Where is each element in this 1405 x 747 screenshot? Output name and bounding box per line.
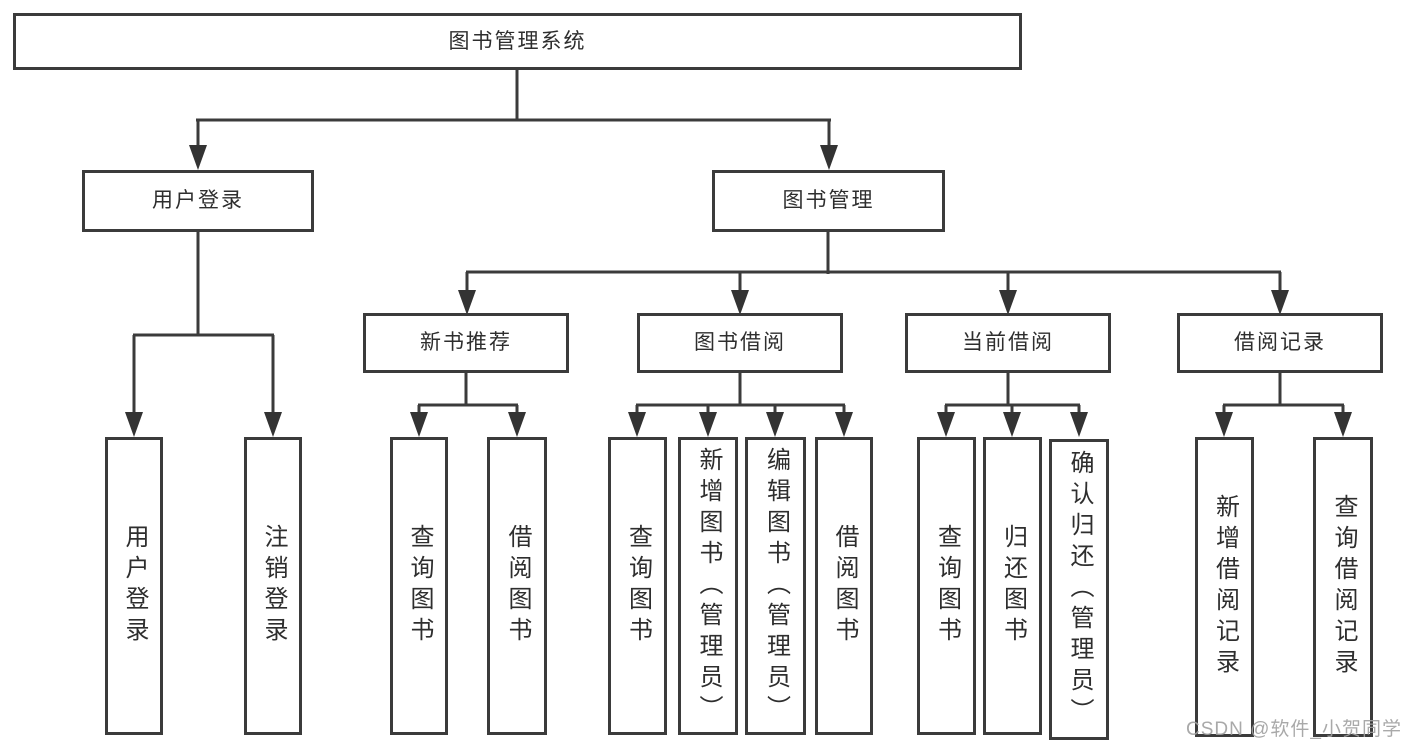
node-borrow-records: 借阅记录 bbox=[1177, 313, 1383, 373]
csdn-watermark: CSDN @软件_小贺同学 bbox=[1186, 719, 1402, 740]
leaf-add-borrow-record: 新增借阅记录 bbox=[1195, 437, 1254, 737]
node-root-system: 图书管理系统 bbox=[13, 13, 1022, 70]
leaf-logout: 注销登录 bbox=[244, 437, 302, 735]
leaf-confirm-return-admin: 确认归还（管理员） bbox=[1049, 439, 1109, 740]
leaf-user-login: 用户登录 bbox=[105, 437, 163, 735]
leaf-borrow-books: 借阅图书 bbox=[815, 437, 873, 735]
node-book-management: 图书管理 bbox=[712, 170, 945, 232]
leaf-query-books-current: 查询图书 bbox=[917, 437, 976, 735]
node-book-borrow: 图书借阅 bbox=[637, 313, 843, 373]
leaf-edit-book-admin: 编辑图书（管理员） bbox=[745, 437, 806, 735]
node-current-borrow: 当前借阅 bbox=[905, 313, 1111, 373]
leaf-return-books: 归还图书 bbox=[983, 437, 1042, 735]
node-user-login: 用户登录 bbox=[82, 170, 314, 232]
leaf-query-books-borrow: 查询图书 bbox=[608, 437, 667, 735]
node-new-book-recommend: 新书推荐 bbox=[363, 313, 569, 373]
leaf-query-books-recommend: 查询图书 bbox=[390, 437, 448, 735]
leaf-query-borrow-record: 查询借阅记录 bbox=[1313, 437, 1373, 737]
leaf-borrow-books-recommend: 借阅图书 bbox=[487, 437, 547, 735]
arrowheads bbox=[125, 145, 1352, 437]
leaf-add-book-admin: 新增图书（管理员） bbox=[678, 437, 738, 735]
